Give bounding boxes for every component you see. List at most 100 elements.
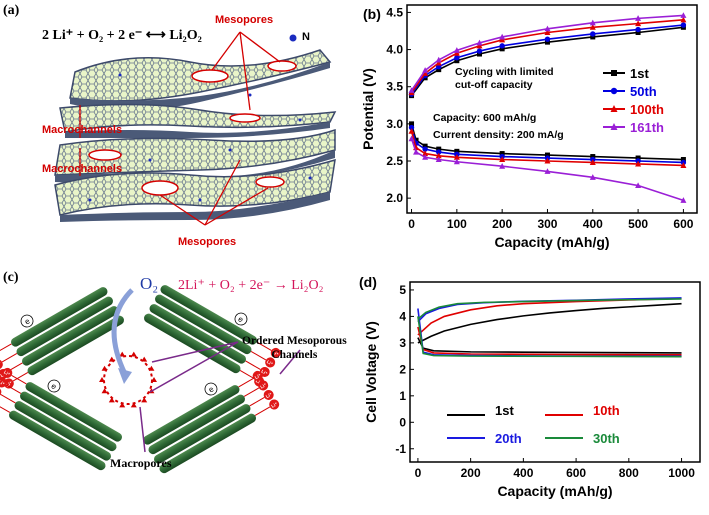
x-axis-label: Capacity (mAh/g) xyxy=(494,234,609,250)
annotation: Current density: 200 mA/g xyxy=(433,129,564,141)
ion-link xyxy=(254,406,271,416)
legend-label: 30th xyxy=(593,431,620,446)
ion-link xyxy=(243,387,260,397)
legend-label: 20th xyxy=(495,431,522,446)
data-point xyxy=(476,42,483,49)
data-point xyxy=(499,151,505,157)
data-point xyxy=(436,149,442,155)
panel-a-equation: 2 Li⁺ + O₂ + 2 e⁻ ⟷ Li₂O₂ xyxy=(42,28,202,43)
data-point xyxy=(680,157,686,163)
annotation: cut-off capacity xyxy=(455,79,533,91)
x-tick-label: 1000 xyxy=(668,466,695,480)
mesoporous-rod xyxy=(155,294,252,355)
li-ion xyxy=(2,367,13,378)
ion-link xyxy=(5,384,22,394)
series-line-161th-discharge xyxy=(410,138,684,202)
x-tick-label: 0 xyxy=(415,466,422,480)
data-point xyxy=(453,158,460,165)
x-axis-label: Capacity (mAh/g) xyxy=(497,483,612,499)
data-point xyxy=(680,162,687,168)
li-ion-label: Li⁺ xyxy=(260,369,269,377)
data-point xyxy=(436,146,442,152)
data-point xyxy=(477,51,482,57)
mesopore xyxy=(191,69,229,83)
data-point xyxy=(454,55,460,61)
data-point xyxy=(499,156,506,163)
ordered-label-line-2: Channels xyxy=(271,349,318,361)
data-point xyxy=(499,43,505,49)
mesoporous-rod xyxy=(144,313,241,374)
legend-label: 161th xyxy=(630,120,664,135)
data-point xyxy=(680,22,687,28)
ion-link xyxy=(245,360,261,370)
y-axis-label: Cell Voltage (V) xyxy=(363,321,379,423)
li-ion-label: Li⁺ xyxy=(271,350,280,358)
data-point xyxy=(635,15,642,21)
legend-label: 50th xyxy=(630,84,657,99)
mesoporous-rod xyxy=(14,401,111,461)
electron-label: e xyxy=(207,384,216,394)
panel-a: (a) 2 Li⁺ + O₂ + 2 e⁻ ⟷ Li₂O₂ xyxy=(0,0,355,255)
data-point xyxy=(589,19,596,26)
y-axis-label: Potential (V) xyxy=(360,68,376,150)
x-tick-label: 300 xyxy=(537,217,557,231)
ion-link xyxy=(11,374,27,385)
ion-link xyxy=(0,343,12,353)
data-point xyxy=(544,157,551,164)
data-point xyxy=(499,163,506,169)
data-point xyxy=(453,47,460,53)
data-point xyxy=(635,29,641,35)
x-tick-label: 500 xyxy=(628,217,648,231)
legend-label: 1st xyxy=(495,403,514,418)
y-tick-label: 3.0 xyxy=(386,117,403,131)
y-tick-label: 3.5 xyxy=(386,80,403,94)
y-tick-label: 4.0 xyxy=(386,43,403,57)
mesoporous-rod xyxy=(159,413,256,474)
data-point xyxy=(544,25,551,32)
data-point xyxy=(413,148,420,155)
x-tick-label: 0 xyxy=(408,217,415,231)
ordered-label-line-1: Ordered Mesoporous xyxy=(242,335,347,347)
x-tick-label: 600 xyxy=(566,466,586,480)
li2o2-deposit xyxy=(119,402,126,408)
data-point xyxy=(499,33,506,40)
data-point xyxy=(590,154,596,160)
li-ion-label: Li⁺ xyxy=(255,378,264,386)
li-ion-label: Li⁺ xyxy=(5,380,14,388)
y-tick-label: 2 xyxy=(399,362,406,376)
macropore xyxy=(103,355,153,405)
ion-link xyxy=(12,372,29,382)
data-point xyxy=(413,137,419,143)
series-line-20th-discharge xyxy=(417,308,682,357)
o2-label: O₂ xyxy=(140,274,159,293)
nanosheet-illustration xyxy=(54,31,337,226)
data-point xyxy=(436,67,442,73)
li-ion-label: Li⁺ xyxy=(254,372,263,380)
mesoporous-rod xyxy=(149,304,246,364)
data-point xyxy=(635,182,642,189)
callout-macrochannels-1: Macrochannels xyxy=(42,124,123,136)
series-line-1st-charge xyxy=(410,26,684,97)
li-ion-label: Li⁺ xyxy=(0,379,6,387)
data-point xyxy=(499,46,505,52)
legend-marker xyxy=(610,123,618,130)
series-line-161th-charge xyxy=(410,14,684,91)
data-point xyxy=(635,155,641,161)
legend-marker xyxy=(611,70,617,76)
series-line-50th-discharge xyxy=(410,127,684,164)
y-tick-label: 2.5 xyxy=(386,154,403,168)
series-line-30th-discharge xyxy=(417,316,682,358)
data-point xyxy=(544,168,551,174)
callout-mesopores-bottom: Mesopores xyxy=(178,236,237,248)
li-ion-label: Li⁺ xyxy=(265,391,274,399)
data-point xyxy=(408,135,415,142)
ion-link xyxy=(0,394,16,404)
callout-macrochannels-2: Macrochannels xyxy=(42,163,123,175)
data-point xyxy=(589,174,596,180)
plot-frame xyxy=(409,281,701,463)
mesoporous-rod xyxy=(148,394,245,455)
data-point xyxy=(476,48,483,54)
mesoporous-rod xyxy=(154,404,251,464)
mesopore xyxy=(255,176,285,188)
panel-b-label: (b) xyxy=(363,6,381,22)
